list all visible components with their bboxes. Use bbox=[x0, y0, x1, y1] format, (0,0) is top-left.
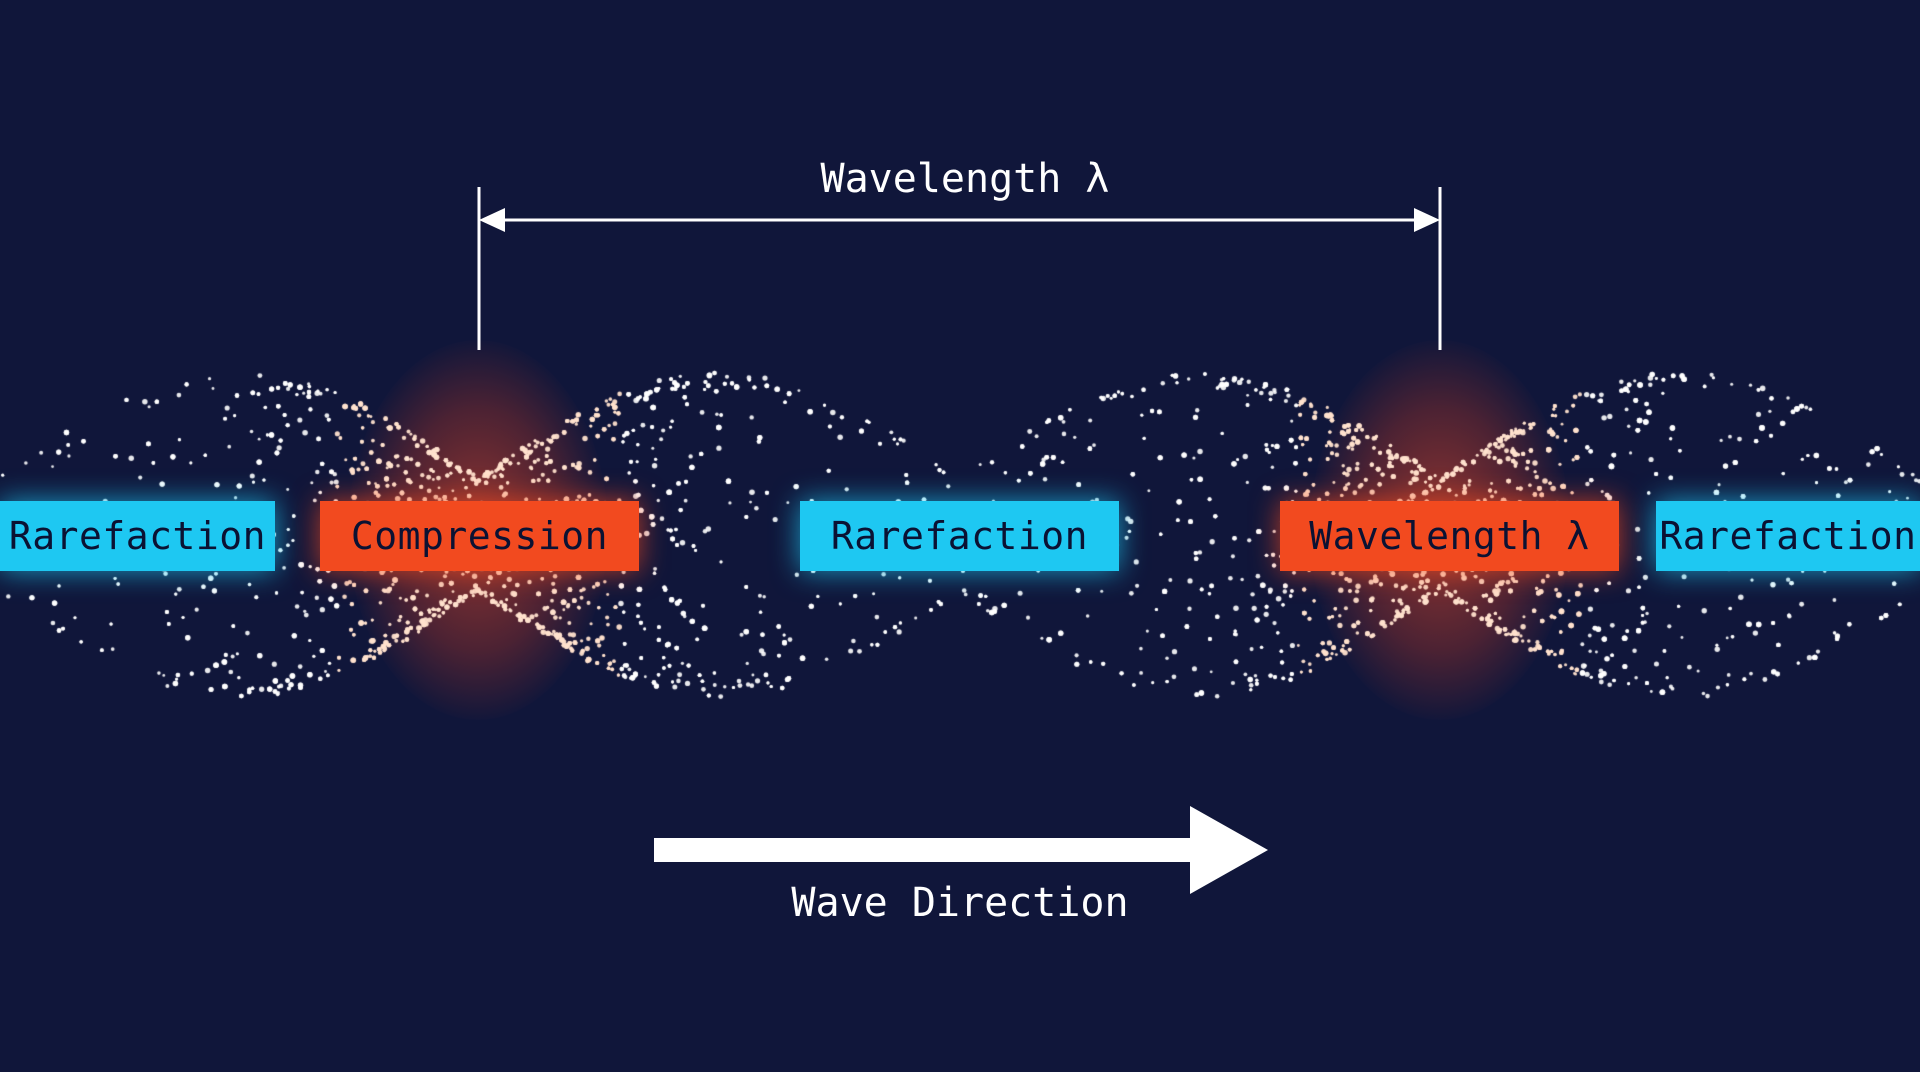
wavelength-arrowhead-right bbox=[1414, 208, 1440, 232]
compression-label: Compression bbox=[320, 501, 639, 571]
wavelength-arrowhead-left bbox=[479, 208, 505, 232]
rarefaction-label-1: Rarefaction bbox=[0, 501, 275, 571]
wavelength-top-label: Wavelength λ bbox=[820, 156, 1110, 202]
rarefaction-label-3: Rarefaction bbox=[1656, 501, 1920, 571]
wave-direction-arrow-shaft bbox=[654, 838, 1194, 862]
wave-direction-label: Wave Direction bbox=[791, 880, 1129, 926]
rarefaction-label-2: Rarefaction bbox=[800, 501, 1119, 571]
wave-direction-arrowhead bbox=[1190, 806, 1268, 894]
wavelength-band-label: Wavelength λ bbox=[1280, 501, 1619, 571]
